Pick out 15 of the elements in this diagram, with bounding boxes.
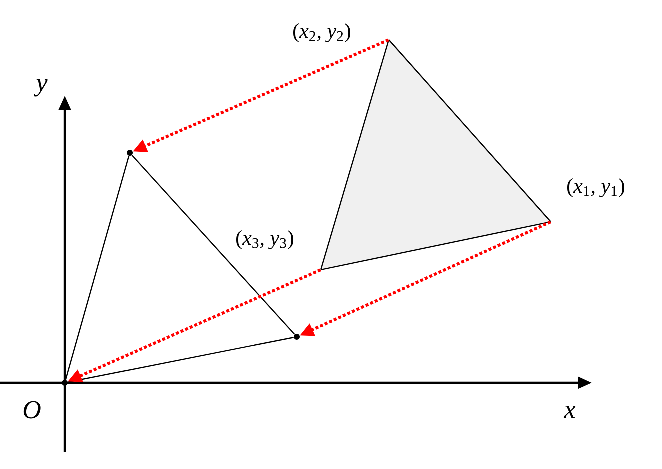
triangle-side [65,156,130,380]
vertex-point [294,334,300,340]
axis-label: y [34,79,48,97]
point-label: (x$_{3}$, y$_{3}$) [236,230,294,250]
triangle-side [388,40,552,222]
triangle-side [68,337,294,383]
origin-label: O [24,401,41,419]
triangle-side [320,40,390,270]
vertex-point [62,380,68,386]
vertex-point [127,150,133,156]
triangle-side [132,154,296,336]
triangle-side [321,221,551,271]
axis-label: x [564,406,576,418]
point-label: (x$_{1}$, y$_{1}$) [568,178,624,198]
point-label: (x$_{2}$, y$_{2}$) [294,23,350,43]
